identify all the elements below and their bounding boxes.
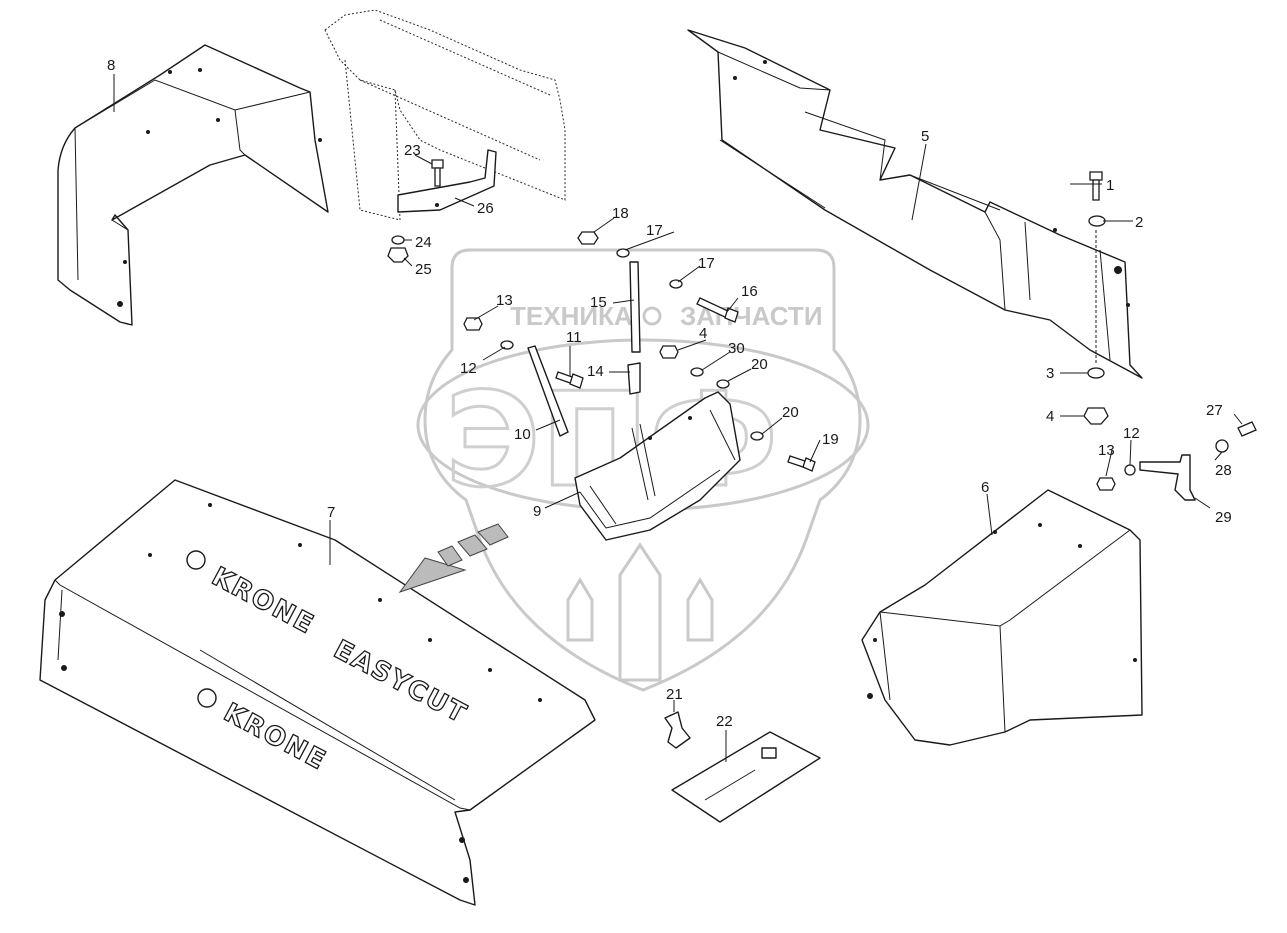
washer-24	[391, 235, 405, 245]
callout-29: 29	[1215, 509, 1232, 526]
nut-18	[577, 231, 599, 245]
sticker-22	[671, 731, 821, 823]
callout-labels: 1 2 3 4 4 5 6 7 8 9 10 11 12 12 13 13 14…	[107, 57, 1232, 730]
washer-12-right	[1124, 464, 1136, 476]
callout-8: 8	[107, 57, 115, 74]
frame-ghost-outline	[324, 9, 566, 221]
callout-13-right: 13	[1098, 442, 1115, 459]
bolt-16	[696, 297, 739, 323]
callout-17-lower: 17	[698, 255, 715, 272]
callout-19: 19	[822, 431, 839, 448]
callout-18: 18	[612, 205, 629, 222]
callout-20-upper: 20	[751, 356, 768, 373]
callout-13: 13	[496, 292, 513, 309]
plate-14	[627, 362, 641, 395]
wheat-icon	[566, 542, 714, 682]
washer-20-lower	[750, 431, 764, 441]
clip-21	[664, 711, 691, 749]
callout-30: 30	[728, 340, 745, 357]
callout-26: 26	[477, 200, 494, 217]
callout-21: 21	[666, 686, 683, 703]
bolt-11	[555, 371, 584, 389]
callout-6: 6	[981, 479, 989, 496]
leader-lines	[113, 74, 1243, 762]
washer-20-upper	[716, 379, 730, 389]
watermark-text-left: ТЕХНИКА	[510, 301, 633, 331]
washer-17-upper	[616, 248, 630, 258]
callout-9: 9	[533, 503, 541, 520]
bracket-29	[1139, 454, 1196, 501]
callout-11: 11	[566, 329, 582, 346]
bracket-26	[397, 149, 497, 213]
washer-2	[1088, 215, 1106, 227]
deflector-plate-9	[574, 391, 741, 541]
nut-4-centre	[659, 345, 679, 359]
callout-25: 25	[415, 261, 432, 278]
washer-28	[1215, 439, 1229, 453]
callout-23: 23	[404, 142, 421, 159]
callout-17-upper: 17	[646, 222, 663, 239]
callout-15: 15	[590, 294, 607, 311]
callout-1: 1	[1106, 177, 1114, 194]
plate-15	[629, 261, 641, 353]
watermark-shield	[423, 248, 862, 692]
callout-4: 4	[1046, 408, 1054, 425]
callout-10: 10	[514, 426, 531, 443]
nut-13-left	[463, 317, 483, 331]
front-cover-7: KRONE EASYCUT KRONE	[39, 479, 596, 906]
callout-3: 3	[1046, 365, 1054, 382]
nut-4	[1083, 407, 1109, 425]
callout-12: 12	[460, 360, 477, 377]
bolt-19	[787, 455, 816, 472]
washer-3	[1087, 367, 1105, 379]
washer-17-lower	[669, 279, 683, 289]
nut-25	[387, 247, 409, 263]
callout-20-lower: 20	[782, 404, 799, 421]
washer-30	[690, 367, 704, 377]
callout-2: 2	[1135, 214, 1143, 231]
krone-logo-icon-side	[197, 688, 217, 708]
arrow-decals	[398, 523, 509, 593]
callout-24: 24	[415, 234, 432, 251]
callout-7: 7	[327, 504, 335, 521]
callout-27: 27	[1206, 402, 1223, 419]
callout-22: 22	[716, 713, 733, 730]
krone-logo-icon	[186, 550, 206, 570]
right-side-shield	[861, 489, 1143, 746]
bolt-23	[431, 159, 444, 187]
callout-28: 28	[1215, 462, 1232, 479]
washer-12-left	[500, 340, 514, 350]
nut-13-right	[1096, 477, 1116, 491]
callout-14: 14	[587, 363, 604, 380]
gear-icon	[642, 306, 662, 326]
callout-16: 16	[741, 283, 758, 300]
callout-12-right: 12	[1123, 425, 1140, 442]
bolt-1	[1089, 171, 1103, 201]
rod-10	[527, 345, 569, 437]
bolt-27	[1237, 421, 1257, 437]
callout-5: 5	[921, 128, 929, 145]
left-side-shield	[57, 44, 329, 326]
callout-4-centre: 4	[699, 325, 707, 342]
